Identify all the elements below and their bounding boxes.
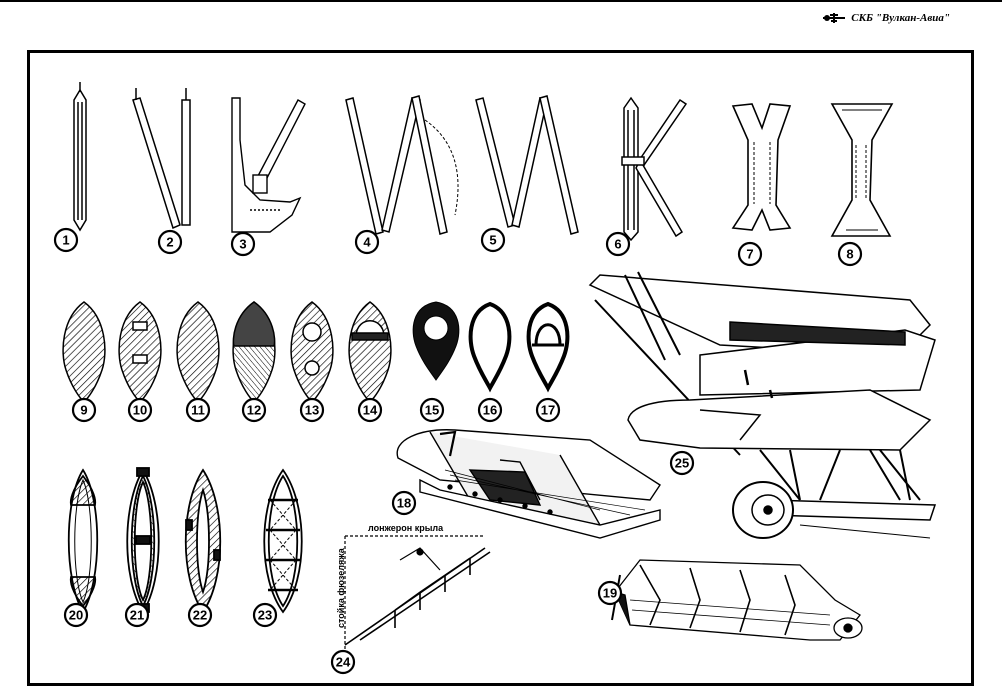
number-badge-15: 15 (419, 397, 445, 423)
strut-4 (345, 95, 459, 235)
number-label: 4 (363, 235, 371, 250)
number-label: 9 (80, 403, 87, 418)
number-label: 24 (336, 655, 351, 670)
section-12 (232, 301, 276, 404)
figure-frame (27, 50, 974, 686)
strut-5 (475, 95, 579, 235)
number-badge-21: 21 (124, 602, 150, 628)
strut-2 (132, 88, 191, 230)
number-label: 21 (130, 608, 144, 623)
number-badge-23: 23 (252, 602, 278, 628)
strut-bracing-24 (344, 535, 491, 650)
number-label: 2 (166, 235, 173, 250)
number-label: 1 (62, 233, 69, 248)
number-badge-12: 12 (241, 397, 267, 423)
number-label: 18 (397, 496, 411, 511)
number-label: 3 (239, 237, 246, 252)
number-label: 5 (489, 233, 496, 248)
fairing-21 (126, 467, 160, 614)
label-fuselage-post: стойка фюзеляжа (336, 547, 346, 628)
number-badge-9: 9 (71, 397, 97, 423)
strut-6 (621, 96, 688, 242)
number-badge-6: 6 (605, 231, 631, 257)
number-label: 8 (846, 247, 853, 262)
plane-logo-icon (823, 13, 846, 23)
fairing-23 (263, 468, 303, 614)
number-label: 11 (191, 403, 205, 418)
number-label: 10 (133, 403, 147, 418)
number-badge-3: 3 (230, 231, 256, 257)
strut-3 (231, 97, 306, 233)
number-badge-10: 10 (127, 397, 153, 423)
section-16 (468, 301, 512, 393)
biplane-assembly-25 (588, 271, 937, 539)
number-label: 7 (746, 247, 753, 262)
section-13 (290, 301, 334, 404)
number-label: 12 (247, 403, 261, 418)
fairing-22 (184, 468, 222, 614)
number-badge-4: 4 (354, 229, 380, 255)
number-label: 14 (363, 403, 378, 418)
number-badge-17: 17 (535, 397, 561, 423)
number-badge-14: 14 (357, 397, 383, 423)
strut-7 (731, 103, 792, 231)
strut-8 (830, 103, 894, 237)
fuselage-fairing-19 (611, 559, 863, 641)
number-badge-22: 22 (187, 602, 213, 628)
number-badge-8: 8 (837, 241, 863, 267)
number-badge-5: 5 (480, 227, 506, 253)
number-label: 17 (541, 403, 555, 418)
number-label: 25 (675, 456, 689, 471)
section-9 (62, 301, 106, 404)
number-badge-2: 2 (157, 229, 183, 255)
number-badge-25: 25 (669, 450, 695, 476)
number-label: 19 (603, 586, 617, 601)
number-badge-19: 19 (597, 580, 623, 606)
number-label: 16 (483, 403, 497, 418)
number-badge-11: 11 (185, 397, 211, 423)
number-badge-16: 16 (477, 397, 503, 423)
top-rule (0, 0, 1002, 2)
number-label: 22 (193, 608, 207, 623)
number-badge-18: 18 (391, 490, 417, 516)
cockpit-fairing-18 (396, 429, 661, 539)
number-label: 20 (69, 608, 83, 623)
number-label: 23 (258, 608, 272, 623)
section-15 (412, 301, 460, 381)
brand-name: СКБ "Вулкан-Авиа" (851, 12, 950, 24)
brand-header: СКБ "Вулкан-Авиа" (821, 11, 950, 25)
label-wing-spar: лонжерон крыла (368, 523, 444, 533)
fairing-20 (67, 468, 99, 614)
section-10 (118, 301, 162, 404)
number-badge-1: 1 (53, 227, 79, 253)
number-badge-13: 13 (299, 397, 325, 423)
number-badge-7: 7 (737, 241, 763, 267)
section-17 (526, 301, 570, 393)
number-label: 15 (425, 403, 439, 418)
number-label: 6 (614, 237, 621, 252)
strut-1 (73, 82, 87, 232)
section-14 (348, 301, 392, 404)
number-badge-24: 24 (330, 649, 356, 675)
number-badge-20: 20 (63, 602, 89, 628)
number-label: 13 (305, 403, 319, 418)
section-11 (176, 301, 220, 404)
